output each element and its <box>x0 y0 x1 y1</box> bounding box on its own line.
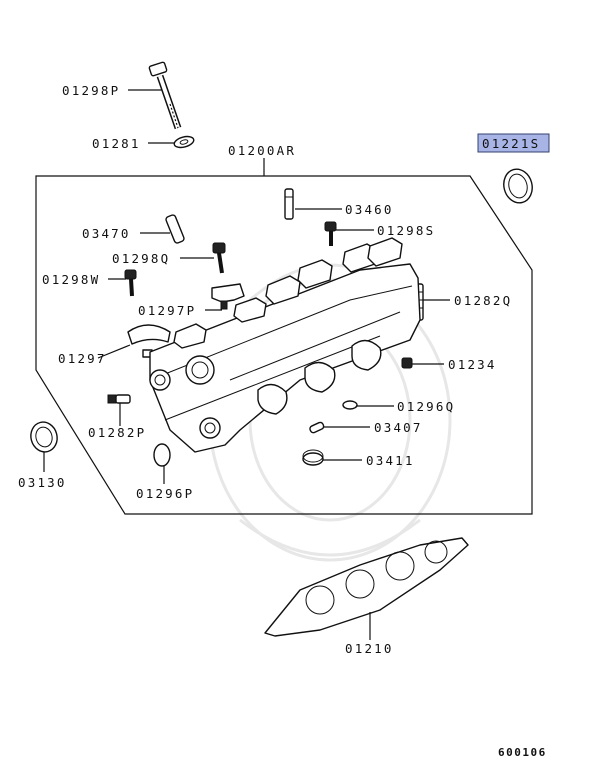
diagram-id: 600106 <box>498 746 547 759</box>
bolt-01298w-drawing <box>124 269 137 297</box>
label-01200ar[interactable]: 01200AR <box>228 143 296 158</box>
label-01282p[interactable]: 01282P <box>88 425 146 440</box>
bolt-01298p-drawing <box>148 61 182 130</box>
pin-03460-drawing <box>284 188 294 220</box>
cap-01297p-drawing <box>211 283 245 310</box>
label-03130[interactable]: 03130 <box>18 475 67 490</box>
seal-01296q-drawing <box>342 400 358 410</box>
label-03460[interactable]: 03460 <box>345 202 394 217</box>
seal-01296p-drawing <box>153 443 171 467</box>
gasket-01210-drawing <box>264 537 469 637</box>
label-01298p[interactable]: 01298P <box>62 83 120 98</box>
label-01281[interactable]: 01281 <box>92 136 141 151</box>
label-01221s-highlight <box>477 133 550 153</box>
sleeve-03470-drawing <box>165 214 185 244</box>
pin-03407-drawing <box>309 421 325 434</box>
bolt-01298s-drawing <box>324 221 337 246</box>
cylinder-head-drawing <box>149 237 421 453</box>
assembly-frame <box>35 175 533 515</box>
seal-01221s-drawing <box>503 168 533 204</box>
bolt-01298q-drawing <box>212 242 226 274</box>
cap-01297-drawing <box>127 324 171 358</box>
label-01298q[interactable]: 01298Q <box>112 251 170 266</box>
label-01221s[interactable]: 01221S <box>482 136 540 151</box>
ring-03411-drawing <box>302 449 324 466</box>
washer-01281-drawing <box>173 135 195 149</box>
label-01210[interactable]: 01210 <box>345 641 394 656</box>
seal-03130-drawing <box>30 421 58 453</box>
label-01234[interactable]: 01234 <box>448 357 497 372</box>
label-01297p[interactable]: 01297P <box>138 303 196 318</box>
label-01298w[interactable]: 01298W <box>42 272 100 287</box>
leader-lines <box>43 89 450 640</box>
stud-01282p-drawing <box>107 394 131 404</box>
label-01298s[interactable]: 01298S <box>377 223 435 238</box>
label-03407[interactable]: 03407 <box>374 420 423 435</box>
label-03411[interactable]: 03411 <box>366 453 415 468</box>
label-01282q[interactable]: 01282Q <box>454 293 512 308</box>
label-01296p[interactable]: 01296P <box>136 486 194 501</box>
label-01296q[interactable]: 01296Q <box>397 399 455 414</box>
part-labels: 01298P 01281 01200AR 01221S 03460 03470 … <box>18 83 550 759</box>
label-01297[interactable]: 01297 <box>58 351 107 366</box>
label-03470[interactable]: 03470 <box>82 226 131 241</box>
plug-01234-drawing <box>401 357 413 369</box>
